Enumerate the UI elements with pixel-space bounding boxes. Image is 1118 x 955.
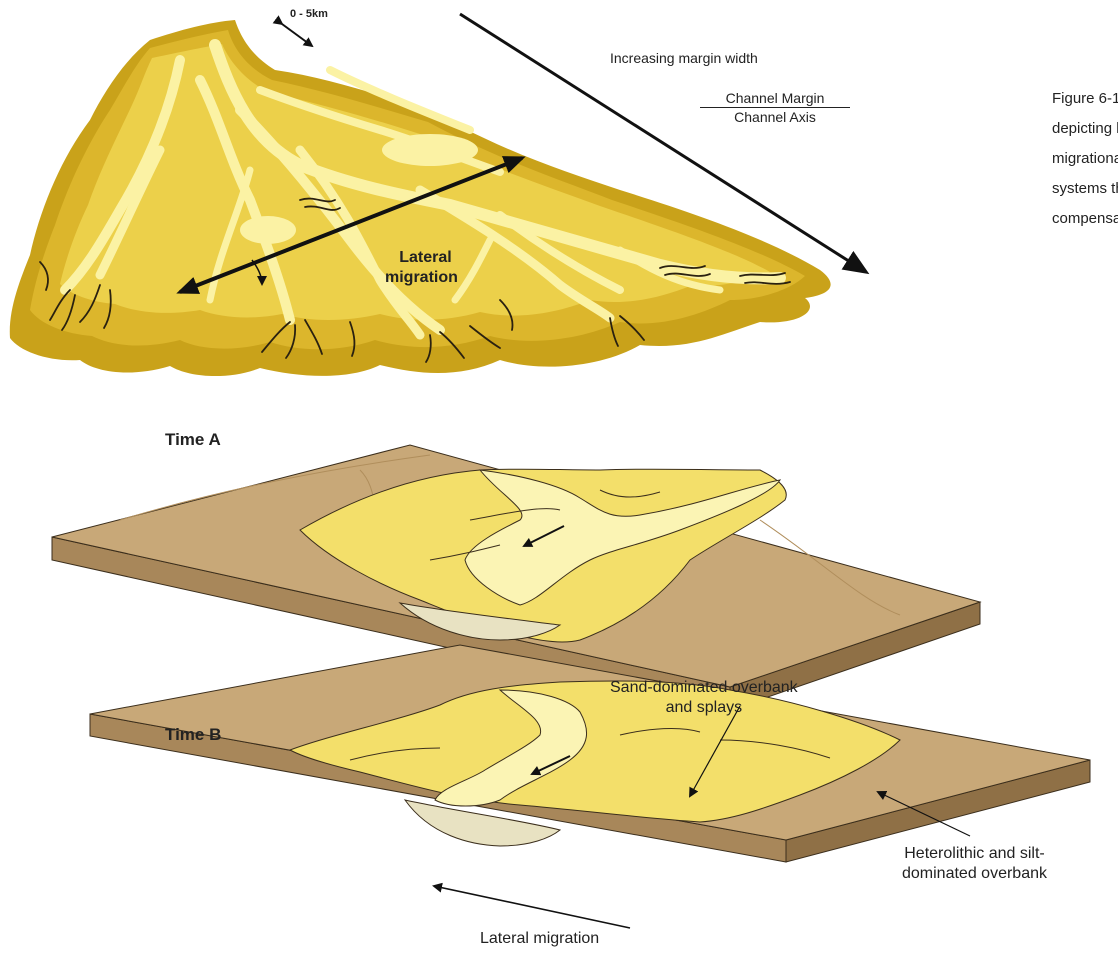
caption-line: Figure 6-18: Bloc bbox=[1052, 84, 1118, 114]
sand-overbank-label-line2: and splays bbox=[610, 698, 798, 718]
lateral-migration-label-line1: Lateral bbox=[385, 248, 458, 268]
lateral-migration-arrow-b bbox=[434, 886, 630, 928]
figure-caption: Figure 6-18: Bloc depicting laterally mi… bbox=[1052, 84, 1118, 234]
heterolithic-overbank-label-line1: Heterolithic and silt- bbox=[902, 844, 1047, 864]
time-b-block bbox=[90, 645, 1090, 928]
channel-pond bbox=[240, 216, 296, 244]
caption-line: compensationally bbox=[1052, 204, 1118, 234]
heterolithic-overbank-label-line2: dominated overbank bbox=[902, 864, 1047, 884]
ratio-denominator: Channel Axis bbox=[700, 109, 850, 125]
ratio-bar bbox=[700, 107, 850, 108]
sand-overbank-label: Sand-dominated overbank and splays bbox=[610, 678, 798, 718]
heterolithic-overbank-label: Heterolithic and silt- dominated overban… bbox=[902, 844, 1047, 884]
lateral-migration-label-b: Lateral migration bbox=[480, 930, 599, 948]
fan-diagram bbox=[10, 14, 866, 376]
scale-label: 0 - 5km bbox=[290, 8, 328, 20]
caption-line: migrational chann bbox=[1052, 144, 1118, 174]
margin-trend-label: Increasing margin width bbox=[610, 50, 758, 66]
sand-overbank-label-line1: Sand-dominated overbank bbox=[610, 678, 798, 698]
margin-axis-ratio: Channel Margin Channel Axis bbox=[700, 90, 850, 125]
ratio-numerator: Channel Margin bbox=[700, 90, 850, 106]
caption-line: depicting laterally bbox=[1052, 114, 1118, 144]
scale-arrow bbox=[282, 24, 312, 46]
lateral-migration-label: Lateral migration bbox=[385, 248, 458, 288]
lateral-migration-label-line2: migration bbox=[385, 268, 458, 288]
time-a-title: Time A bbox=[165, 430, 221, 450]
time-b-title: Time B bbox=[165, 725, 221, 745]
channel-pond bbox=[382, 134, 478, 166]
caption-line: systems that bbox=[1052, 174, 1118, 204]
